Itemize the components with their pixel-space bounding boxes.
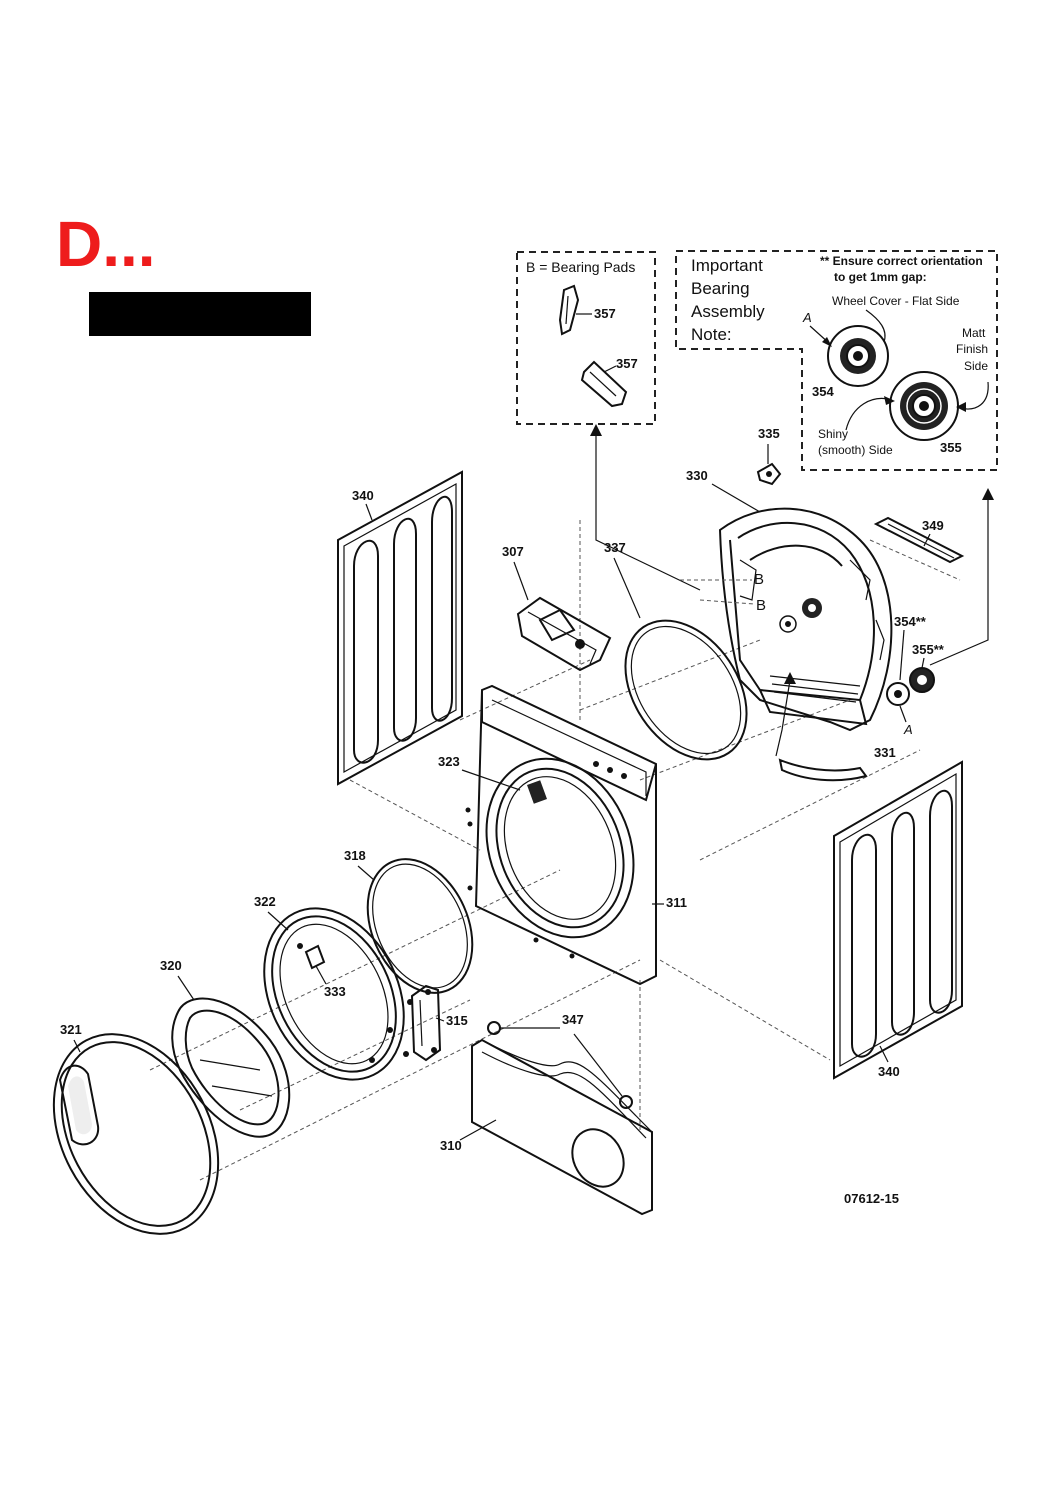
drawing-number: 07612-15 <box>844 1191 899 1206</box>
part-320-liner: 320 <box>160 958 291 1138</box>
part-322-door-ring: 322 333 <box>254 894 405 1081</box>
bearing-assembly-note-box <box>675 250 998 471</box>
wheel-355 <box>889 371 959 441</box>
svg-text:355**: 355** <box>912 642 945 657</box>
svg-text:355: 355 <box>940 440 962 455</box>
part-315-hinge: 315 <box>403 984 468 1062</box>
svg-text:349: 349 <box>922 518 944 533</box>
part-337-seal: 337 <box>604 540 748 761</box>
part-307: 307 <box>502 544 612 672</box>
svg-text:310: 310 <box>440 1138 462 1153</box>
part-323: 323 <box>438 754 521 791</box>
svg-text:Shiny: Shiny <box>818 427 848 441</box>
bearing-pad-lower <box>580 360 628 408</box>
svg-text:A: A <box>802 310 812 325</box>
bearing-pads-note: B = Bearing Pads 357 357 <box>526 259 638 408</box>
svg-text:333: 333 <box>324 984 346 999</box>
side-panel-right-340: 340 <box>833 760 963 1080</box>
svg-text:323: 323 <box>438 754 460 769</box>
svg-text:340: 340 <box>352 488 374 503</box>
svg-text:B: B <box>754 571 764 588</box>
svg-text:347: 347 <box>562 1012 584 1027</box>
svg-text:322: 322 <box>254 894 276 909</box>
part-335: 335 <box>756 426 782 486</box>
svg-text:311: 311 <box>666 895 687 910</box>
svg-text:(smooth) Side: (smooth) Side <box>818 443 893 457</box>
side-panel-left-340: 340 <box>337 470 463 786</box>
svg-text:318: 318 <box>344 848 366 863</box>
bearing-pad-upper <box>558 284 592 336</box>
svg-text:Wheel Cover - Flat Side: Wheel Cover - Flat Side <box>832 294 960 308</box>
svg-text:335: 335 <box>758 426 780 441</box>
page-title: D... <box>56 208 156 280</box>
svg-text:354: 354 <box>812 384 834 399</box>
svg-text:B: B <box>756 597 766 614</box>
part-347-feet: 347 <box>487 1012 633 1109</box>
svg-text:Note:: Note: <box>691 325 732 344</box>
svg-text:357: 357 <box>594 306 616 321</box>
svg-text:Finish: Finish <box>956 342 988 356</box>
bearing-pads-box <box>516 251 656 425</box>
part-310-kick-panel: 310 <box>440 1038 653 1216</box>
callout-arrows <box>590 424 994 666</box>
svg-text:354**: 354** <box>894 614 927 629</box>
bearing-assembly-note: Important Bearing Assembly Note: ** Ensu… <box>691 254 989 457</box>
wheel-cover-354 <box>827 325 889 387</box>
parts-354-355-installed: 354** 355** A <box>886 614 945 737</box>
svg-text:331: 331 <box>874 745 896 760</box>
part-311-front-panel: 311 <box>465 684 687 986</box>
svg-text:to get 1mm gap:: to get 1mm gap: <box>834 270 927 284</box>
svg-text:A: A <box>903 722 913 737</box>
redaction-bar <box>89 292 311 336</box>
svg-text:B = Bearing Pads: B = Bearing Pads <box>526 259 635 275</box>
projection-lines <box>149 520 961 1181</box>
svg-text:340: 340 <box>878 1064 900 1079</box>
svg-text:Assembly: Assembly <box>691 302 765 321</box>
svg-text:337: 337 <box>604 540 626 555</box>
part-331: 331 <box>778 745 896 782</box>
svg-text:320: 320 <box>160 958 182 973</box>
svg-text:330: 330 <box>686 468 708 483</box>
part-318-seal: 318 <box>344 848 474 994</box>
part-321-door: 321 <box>52 1022 220 1235</box>
svg-text:315: 315 <box>446 1013 468 1028</box>
svg-text:** Ensure correct orientation: ** Ensure correct orientation <box>820 254 983 268</box>
svg-text:357: 357 <box>616 356 638 371</box>
svg-text:Important: Important <box>691 256 763 275</box>
svg-text:Matt: Matt <box>962 326 986 340</box>
svg-text:321: 321 <box>60 1022 82 1037</box>
svg-text:Side: Side <box>964 359 988 373</box>
svg-text:307: 307 <box>502 544 524 559</box>
part-330-rear-bulkhead: 330 B B <box>680 468 893 757</box>
part-349: 349 <box>873 516 965 564</box>
svg-text:Bearing: Bearing <box>691 279 750 298</box>
